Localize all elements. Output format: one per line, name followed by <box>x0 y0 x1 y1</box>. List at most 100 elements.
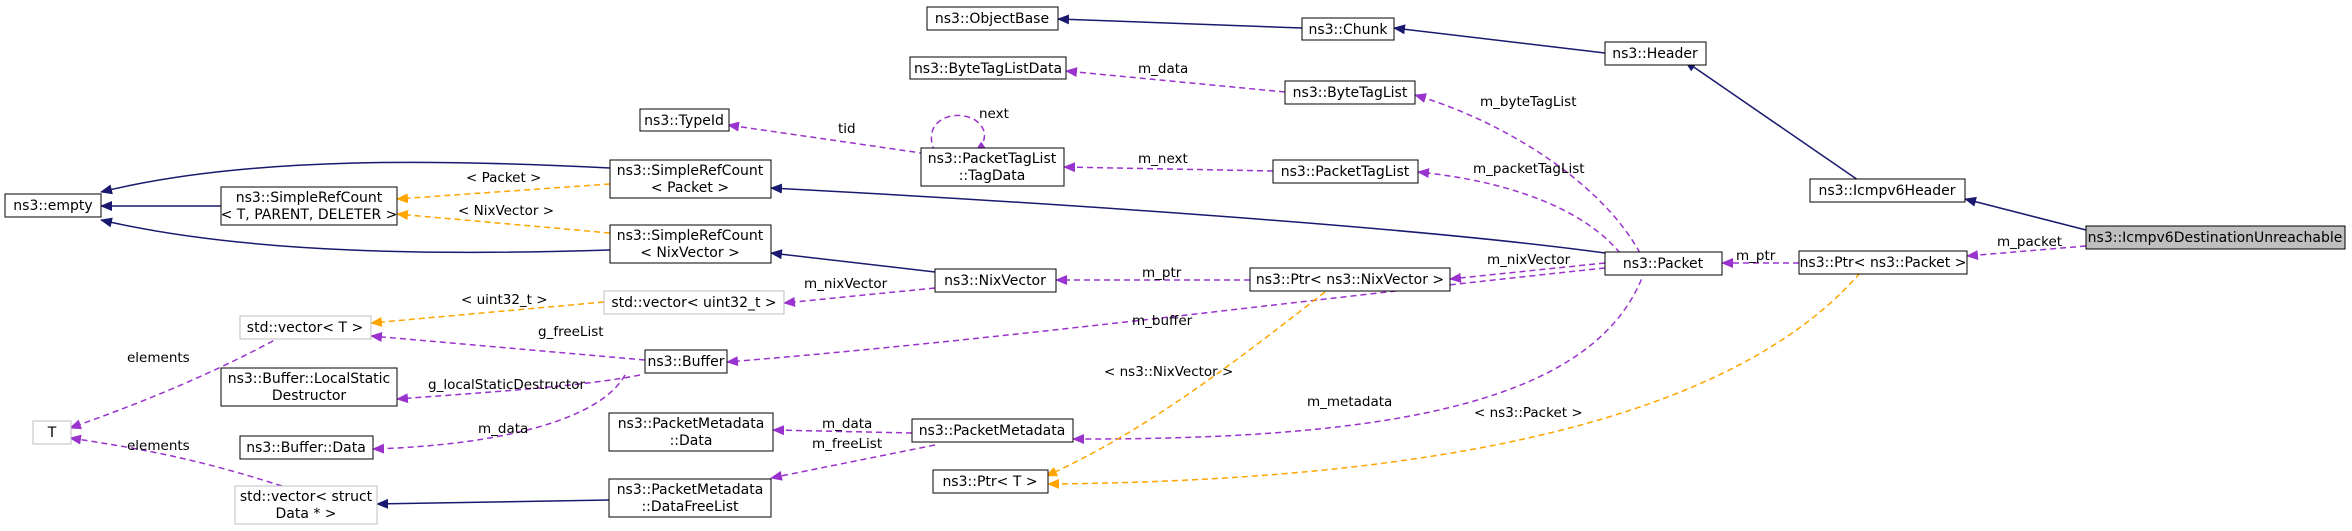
node-label: ns3::SimpleRefCount <box>236 190 383 206</box>
node-label: ns3::PacketTagList <box>1281 164 1410 180</box>
edge-ptrnix-ptrT <box>1045 291 1326 477</box>
node-label: std::vector< T > <box>247 320 363 336</box>
edge-label: g_freeList <box>538 324 604 340</box>
edge-packetmetadata-pmdata <box>772 425 913 436</box>
node-label: ns3::Ptr< ns3::NixVector > <box>1256 272 1444 288</box>
node-label: ns3::Buffer <box>648 354 725 370</box>
node-label: std::vector< struct <box>240 489 373 505</box>
node-vector-struct-data[interactable]: std::vector< struct Data * > <box>234 485 378 525</box>
node-label: ::DataFreeList <box>641 499 739 515</box>
node-simplerefcount-generic[interactable]: ns3::SimpleRefCount < T, PARENT, DELETER… <box>220 186 398 226</box>
node-typeid[interactable]: ns3::TypeId <box>639 108 730 132</box>
edge-label: m_data <box>1138 61 1188 77</box>
node-label: ns3::TypeId <box>644 113 724 129</box>
edge-label: m_packetTagList <box>1473 161 1585 177</box>
node-label: ns3::Icmpv6Header <box>1818 183 1955 199</box>
node-label: ns3::PacketMetadata <box>617 482 764 498</box>
node-label: ns3::Ptr< ns3::Packet > <box>1800 255 1967 271</box>
edge-packet-ptrnix <box>1449 262 1606 283</box>
edge-chunk-objectbase <box>1057 14 1303 29</box>
node-localstaticdestructor[interactable]: ns3::Buffer::LocalStatic Destructor <box>220 367 398 407</box>
node-empty[interactable]: ns3::empty <box>4 193 102 218</box>
edge-label: < NixVector > <box>458 203 554 219</box>
edge-tagdata-self <box>930 114 987 153</box>
edge-label: < ns3::NixVector > <box>1104 364 1233 380</box>
edge-label: m_next <box>1138 151 1188 167</box>
edge-datafreelist-vectorstruct <box>376 498 610 509</box>
node-label: ns3::ByteTagListData <box>914 61 1062 77</box>
node-packettaglist-tagdata[interactable]: ns3::PacketTagList ::TagData <box>920 147 1065 187</box>
edge-label: < Packet > <box>466 170 541 186</box>
node-label: ns3::PacketMetadata <box>618 416 765 432</box>
node-label: Data * > <box>275 506 336 522</box>
node-chunk[interactable]: ns3::Chunk <box>1301 17 1395 41</box>
node-simplerefcount-nixvector[interactable]: ns3::SimpleRefCount < NixVector > <box>609 224 772 264</box>
node-T[interactable]: T <box>32 420 72 445</box>
node-datafreelist[interactable]: ns3::PacketMetadata ::DataFreeList <box>608 478 772 518</box>
node-icmpv6header[interactable]: ns3::Icmpv6Header <box>1809 178 1966 203</box>
node-label: ns3::PacketTagList <box>928 151 1057 167</box>
node-packettaglist[interactable]: ns3::PacketTagList <box>1272 159 1419 184</box>
edge-buffer-data <box>372 374 626 454</box>
node-label: < T, PARENT, DELETER > <box>221 207 398 223</box>
edge-label: m_byteTagList <box>1480 94 1577 110</box>
node-label: ns3::Icmpv6DestinationUnreachable <box>2088 230 2343 246</box>
node-label: ns3::SimpleRefCount <box>617 228 764 244</box>
edge-srcnix-empty <box>100 217 611 254</box>
node-buffer-data[interactable]: ns3::Buffer::Data <box>239 435 374 460</box>
edge-packettaglist-tagdata <box>1063 162 1274 173</box>
edge-nixvector-srcnix <box>770 249 936 273</box>
node-ptr-packet[interactable]: ns3::Ptr< ns3::Packet > <box>1798 250 1968 275</box>
edge-vecuint-vectort <box>370 301 605 327</box>
node-packet[interactable]: ns3::Packet <box>1604 251 1723 276</box>
edge-buffer-vectort <box>370 331 646 361</box>
edge-header-chunk <box>1393 24 1606 54</box>
edge-srcnix-srcgeneric <box>396 209 611 234</box>
node-label: ns3::Buffer::LocalStatic <box>228 371 391 387</box>
edge-vectorstruct-T <box>69 434 283 487</box>
edge-ptrpacket-ptrT <box>1047 272 1861 489</box>
node-buffer[interactable]: ns3::Buffer <box>644 349 728 374</box>
node-label: ns3::Packet <box>1623 256 1704 272</box>
node-vector-uint32[interactable]: std::vector< uint32_t > <box>603 290 785 315</box>
edge-label: < uint32_t > <box>461 292 548 308</box>
edge-vectort-T <box>69 335 283 430</box>
edge-label: m_buffer <box>1132 313 1193 329</box>
edge-buffer-localstatic <box>396 374 641 404</box>
node-ptr-nixvector[interactable]: ns3::Ptr< ns3::NixVector > <box>1249 267 1451 292</box>
node-simplerefcount-packet[interactable]: ns3::SimpleRefCount < Packet > <box>609 159 772 199</box>
edge-packet-srcpacket <box>770 183 1606 254</box>
edge-label: elements <box>127 350 190 366</box>
edge-tagdata-typeid <box>727 121 936 156</box>
node-packetmetadata[interactable]: ns3::PacketMetadata <box>911 418 1074 443</box>
edge-packet-buffer <box>726 267 1606 367</box>
edge-packet-bytetaglist <box>1414 93 1641 254</box>
edge-label: m_ptr <box>1142 265 1182 281</box>
node-label: ::TagData <box>959 168 1026 184</box>
edge-label: m_packet <box>1997 234 2062 250</box>
node-bytetaglistdata[interactable]: ns3::ByteTagListData <box>909 56 1067 80</box>
node-nixvector[interactable]: ns3::NixVector <box>934 268 1057 293</box>
edge-labels: m_data next tid m_next m_byteTagList m_p… <box>127 61 2062 454</box>
node-label: ns3::Buffer::Data <box>246 440 366 456</box>
node-label: ns3::ByteTagList <box>1293 85 1408 101</box>
node-packetmetadata-data[interactable]: ns3::PacketMetadata ::Data <box>608 412 774 452</box>
nodes: ns3::ObjectBase ns3::Chunk ns3::Header n… <box>4 6 2346 525</box>
node-header[interactable]: ns3::Header <box>1604 41 1707 66</box>
edge-srcpacket-srcgeneric <box>396 183 611 204</box>
edge-label: next <box>979 106 1009 122</box>
edge-label: m_nixVector <box>1487 252 1571 268</box>
node-vector-t[interactable]: std::vector< T > <box>239 315 372 340</box>
node-bytetaglist[interactable]: ns3::ByteTagList <box>1284 80 1416 105</box>
edge-label: m_freeList <box>812 436 882 452</box>
edge-destunreach-icmpv6header <box>1964 196 2087 231</box>
node-ptr-t[interactable]: ns3::Ptr< T > <box>932 469 1049 494</box>
edge-nixvector-vecuint <box>783 287 936 307</box>
node-label: < Packet > <box>651 180 729 196</box>
node-label: ns3::Header <box>1612 46 1698 62</box>
node-label: ns3::PacketMetadata <box>919 423 1066 439</box>
node-icmpv6destinationunreachable[interactable]: ns3::Icmpv6DestinationUnreachable <box>2085 225 2346 250</box>
node-objectbase[interactable]: ns3::ObjectBase <box>926 6 1059 31</box>
edge-label: m_metadata <box>1307 394 1392 410</box>
edge-label: m_data <box>822 416 872 432</box>
